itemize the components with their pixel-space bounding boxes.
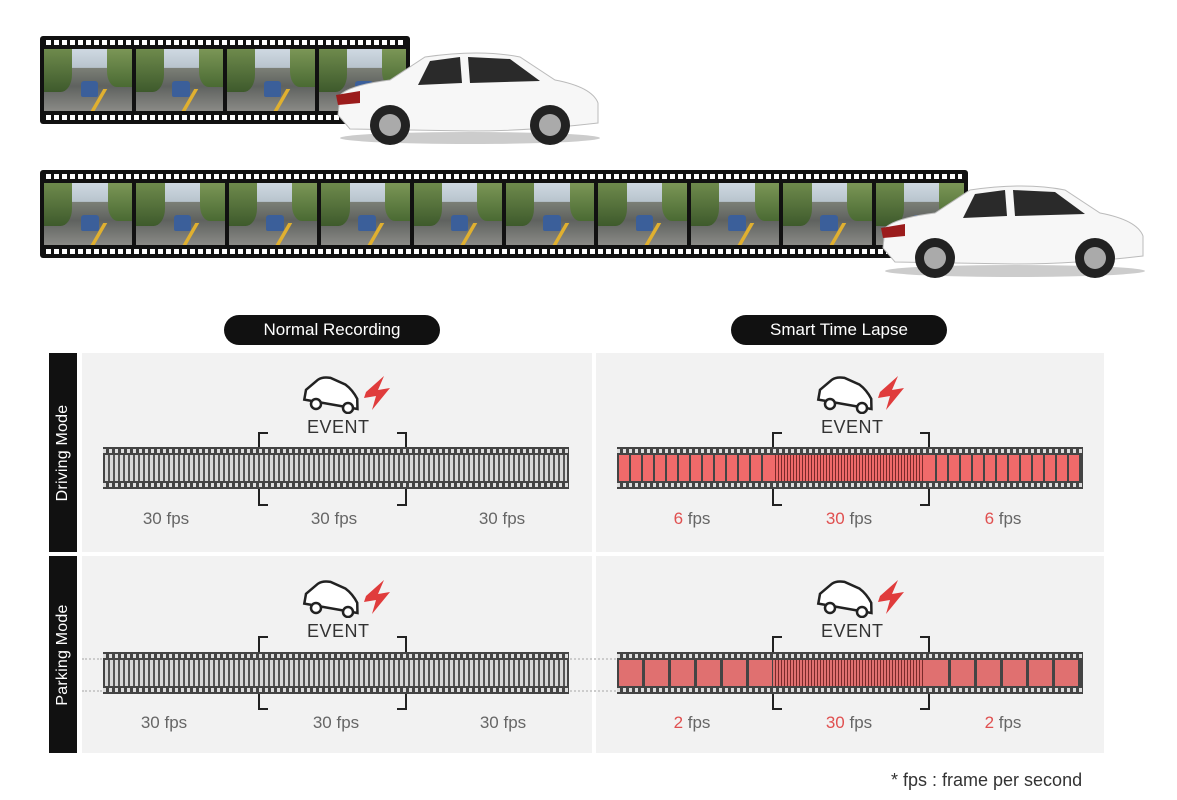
road-frame (228, 183, 318, 245)
lightning-icon (364, 376, 390, 410)
dotted-connector (82, 658, 102, 660)
car-crash-icon (816, 376, 904, 414)
film-timeline (103, 652, 569, 694)
lightning-icon (878, 376, 904, 410)
event-label: EVENT (307, 621, 370, 641)
film-strip-short (40, 36, 410, 124)
road-frame (783, 183, 872, 245)
road-frame (44, 49, 132, 111)
road-frame (136, 183, 225, 245)
road-frame (506, 183, 595, 245)
fps-before: 30 fps (142, 509, 190, 528)
car-crash-icon (816, 580, 904, 618)
fps-after: 30 fps (479, 713, 527, 732)
film-timeline (617, 652, 1083, 694)
road-frame (321, 183, 410, 245)
film-timeline (103, 447, 569, 489)
parking-mode-label: Parking Mode (49, 556, 77, 753)
road-frame (598, 183, 687, 245)
lightning-icon (364, 580, 390, 614)
fps-before: 30 fps (140, 713, 188, 732)
event-label: EVENT (821, 417, 884, 437)
film-timeline (617, 447, 1083, 489)
dotted-connector (570, 690, 616, 692)
road-frame (413, 183, 503, 245)
fps-event: 30 fps (312, 713, 360, 732)
normal-recording-label: Normal Recording (224, 315, 440, 345)
fps-before: 2 fps (673, 713, 711, 732)
road-frame (135, 49, 223, 111)
dotted-connector (82, 690, 102, 692)
white-car-image (336, 52, 600, 145)
driving-mode-label: Driving Mode (49, 353, 77, 552)
footnote: * fps : frame per second (891, 770, 1083, 790)
fps-after: 30 fps (478, 509, 526, 528)
fps-after: 2 fps (984, 713, 1022, 732)
smart-time-lapse-label: Smart Time Lapse (731, 315, 947, 345)
film-strip-long (40, 170, 968, 258)
road-frame (227, 49, 315, 111)
event-label: EVENT (821, 621, 884, 641)
road-frame (690, 183, 780, 245)
fps-event: 30 fps (825, 713, 873, 732)
road-frame (44, 183, 133, 245)
fps-after: 6 fps (984, 509, 1022, 528)
car-crash-icon (302, 376, 390, 414)
car-crash-icon (302, 580, 390, 618)
fps-before: 6 fps (673, 509, 711, 528)
dotted-connector (570, 658, 616, 660)
lightning-icon (878, 580, 904, 614)
white-car-image (881, 185, 1145, 278)
event-label: EVENT (307, 417, 370, 437)
fps-event: 30 fps (825, 509, 873, 528)
fps-event: 30 fps (310, 509, 358, 528)
